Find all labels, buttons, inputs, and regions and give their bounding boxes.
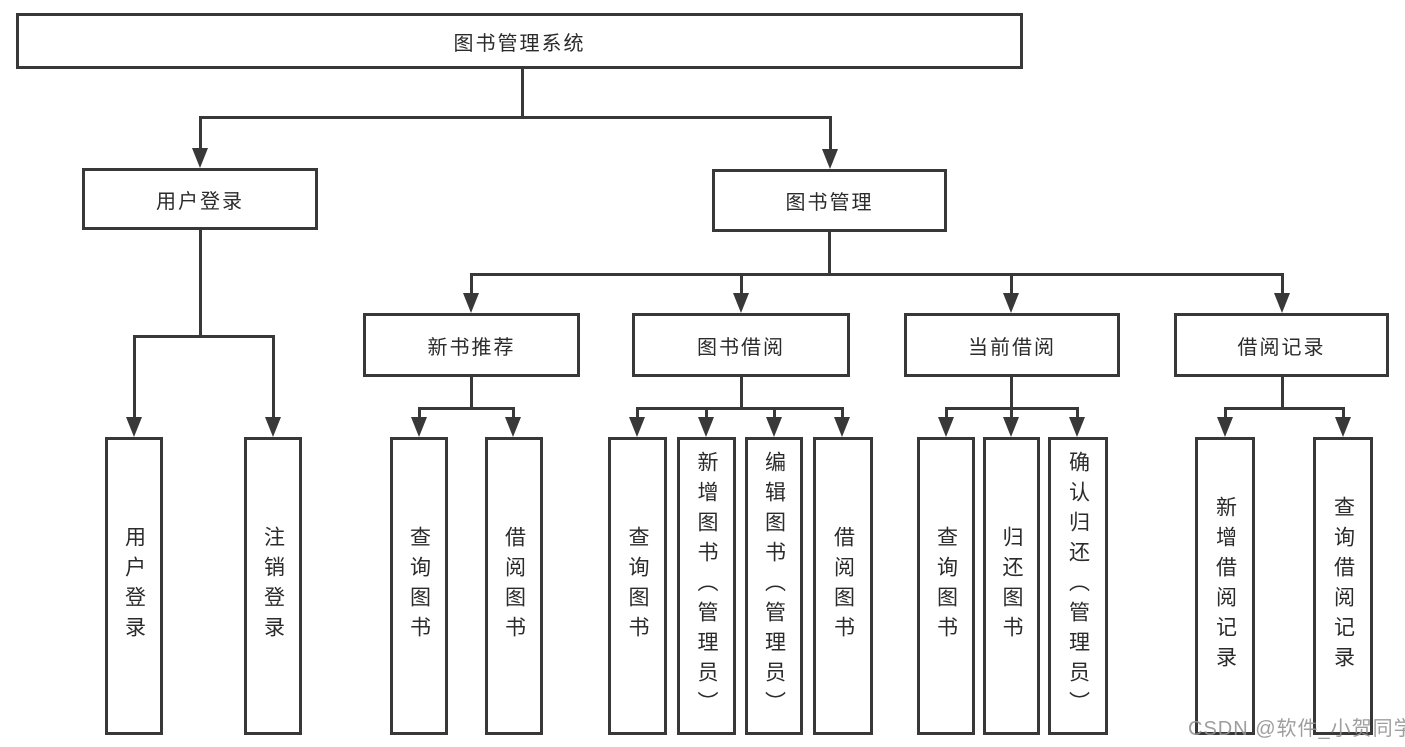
connector-line (1281, 275, 1284, 295)
arrowhead-down-icon (126, 417, 142, 437)
connector-line (1281, 376, 1284, 407)
leaf-logout: 注销登录 (244, 437, 302, 735)
connector-line (470, 376, 473, 407)
node-new-book-recommend-label: 新书推荐 (427, 336, 516, 359)
leaf-add-book-admin: 新增图书（管理员） (677, 437, 736, 735)
node-current-borrowing-label: 当前借阅 (968, 336, 1056, 359)
arrowhead-down-icon (505, 417, 521, 437)
leaf-return-book-label: 归还图书 (1000, 526, 1023, 646)
connector-line (199, 116, 832, 119)
connector-line (636, 409, 639, 419)
connector-line (133, 337, 136, 419)
leaf-query-book-borrowing: 查询图书 (608, 437, 667, 735)
connector-line (1076, 409, 1079, 419)
arrowhead-down-icon (629, 417, 645, 437)
arrowhead-down-icon (1069, 417, 1085, 437)
leaf-borrow-book-recommend: 借阅图书 (485, 437, 543, 735)
connector-line (828, 231, 831, 273)
node-borrowing-records-label: 借阅记录 (1237, 336, 1326, 359)
arrowhead-down-icon (192, 148, 208, 168)
leaf-borrow-book-recommend-label: 借阅图书 (502, 526, 526, 646)
leaf-confirm-return-admin: 确认归还（管理员） (1048, 437, 1108, 735)
arrowhead-down-icon (463, 293, 479, 313)
arrowhead-down-icon (1217, 417, 1233, 437)
connector-line (470, 275, 473, 295)
connector-line (945, 409, 948, 419)
arrowhead-down-icon (938, 417, 954, 437)
leaf-edit-book-admin-label: 编辑图书（管理员） (762, 451, 786, 721)
connector-line (705, 409, 708, 419)
connector-line (272, 337, 275, 419)
arrowhead-down-icon (698, 417, 714, 437)
node-user-login-branch: 用户登录 (82, 168, 318, 230)
connector-line (133, 335, 275, 338)
arrowhead-down-icon (822, 149, 838, 169)
leaf-add-borrow-record-label: 新增借阅记录 (1213, 496, 1237, 676)
node-new-book-recommend: 新书推荐 (363, 313, 580, 377)
arrowhead-down-icon (265, 417, 281, 437)
arrowhead-down-icon (411, 417, 427, 437)
node-root-label: 图书管理系统 (453, 32, 586, 55)
connector-line (740, 275, 743, 295)
connector-line (841, 409, 844, 419)
arrowhead-down-icon (766, 417, 782, 437)
connector-line (1342, 409, 1345, 419)
connector-line (1010, 275, 1013, 295)
arrowhead-down-icon (733, 293, 749, 313)
leaf-return-book: 归还图书 (983, 437, 1040, 735)
connector-line (1010, 376, 1013, 407)
arrowhead-down-icon (1335, 417, 1351, 437)
connector-line (829, 118, 832, 151)
node-book-borrowing-label: 图书借阅 (697, 336, 785, 359)
leaf-user-login-label: 用户登录 (122, 526, 146, 646)
connector-line (521, 68, 524, 116)
node-borrowing-records: 借阅记录 (1174, 313, 1389, 377)
leaf-user-login: 用户登录 (105, 437, 163, 735)
csdn-watermark: CSDN @软件_小贺同学 (1188, 718, 1405, 740)
connector-line (773, 409, 776, 419)
node-book-management-branch-label: 图书管理 (785, 192, 874, 214)
connector-line (418, 409, 421, 419)
leaf-query-book-current: 查询图书 (917, 437, 975, 735)
leaf-borrow-book: 借阅图书 (813, 437, 873, 735)
connector-line (945, 407, 1079, 410)
arrowhead-down-icon (1003, 417, 1019, 437)
leaf-add-borrow-record: 新增借阅记录 (1195, 437, 1255, 735)
leaf-confirm-return-admin-label: 确认归还（管理员） (1066, 451, 1090, 721)
leaf-query-book-current-label: 查询图书 (934, 526, 958, 646)
node-current-borrowing: 当前借阅 (904, 313, 1120, 377)
node-root: 图书管理系统 (16, 13, 1023, 69)
connector-line (740, 376, 743, 407)
connector-line (1010, 409, 1013, 419)
connector-line (1224, 409, 1227, 419)
connector-line (418, 407, 515, 410)
leaf-query-book-borrowing-label: 查询图书 (626, 526, 649, 646)
leaf-query-book-recommend: 查询图书 (390, 437, 448, 735)
arrowhead-down-icon (1274, 293, 1290, 313)
connector-line (199, 118, 202, 151)
node-book-management-branch: 图书管理 (712, 169, 947, 232)
leaf-query-book-recommend-label: 查询图书 (407, 526, 431, 646)
connector-line (1224, 407, 1345, 410)
connector-line (199, 229, 202, 335)
arrowhead-down-icon (834, 417, 850, 437)
node-user-login-branch-label: 用户登录 (156, 190, 244, 213)
leaf-add-book-admin-label: 新增图书（管理员） (695, 451, 718, 721)
leaf-borrow-book-label: 借阅图书 (831, 526, 855, 646)
connector-line (512, 409, 515, 419)
connector-line (470, 273, 1284, 276)
connector-line (636, 407, 844, 410)
leaf-query-borrow-record-label: 查询借阅记录 (1331, 496, 1355, 676)
node-book-borrowing: 图书借阅 (632, 313, 850, 377)
leaf-query-borrow-record: 查询借阅记录 (1313, 437, 1373, 735)
leaf-edit-book-admin: 编辑图书（管理员） (745, 437, 803, 735)
leaf-logout-label: 注销登录 (261, 526, 285, 646)
arrowhead-down-icon (1003, 293, 1019, 313)
